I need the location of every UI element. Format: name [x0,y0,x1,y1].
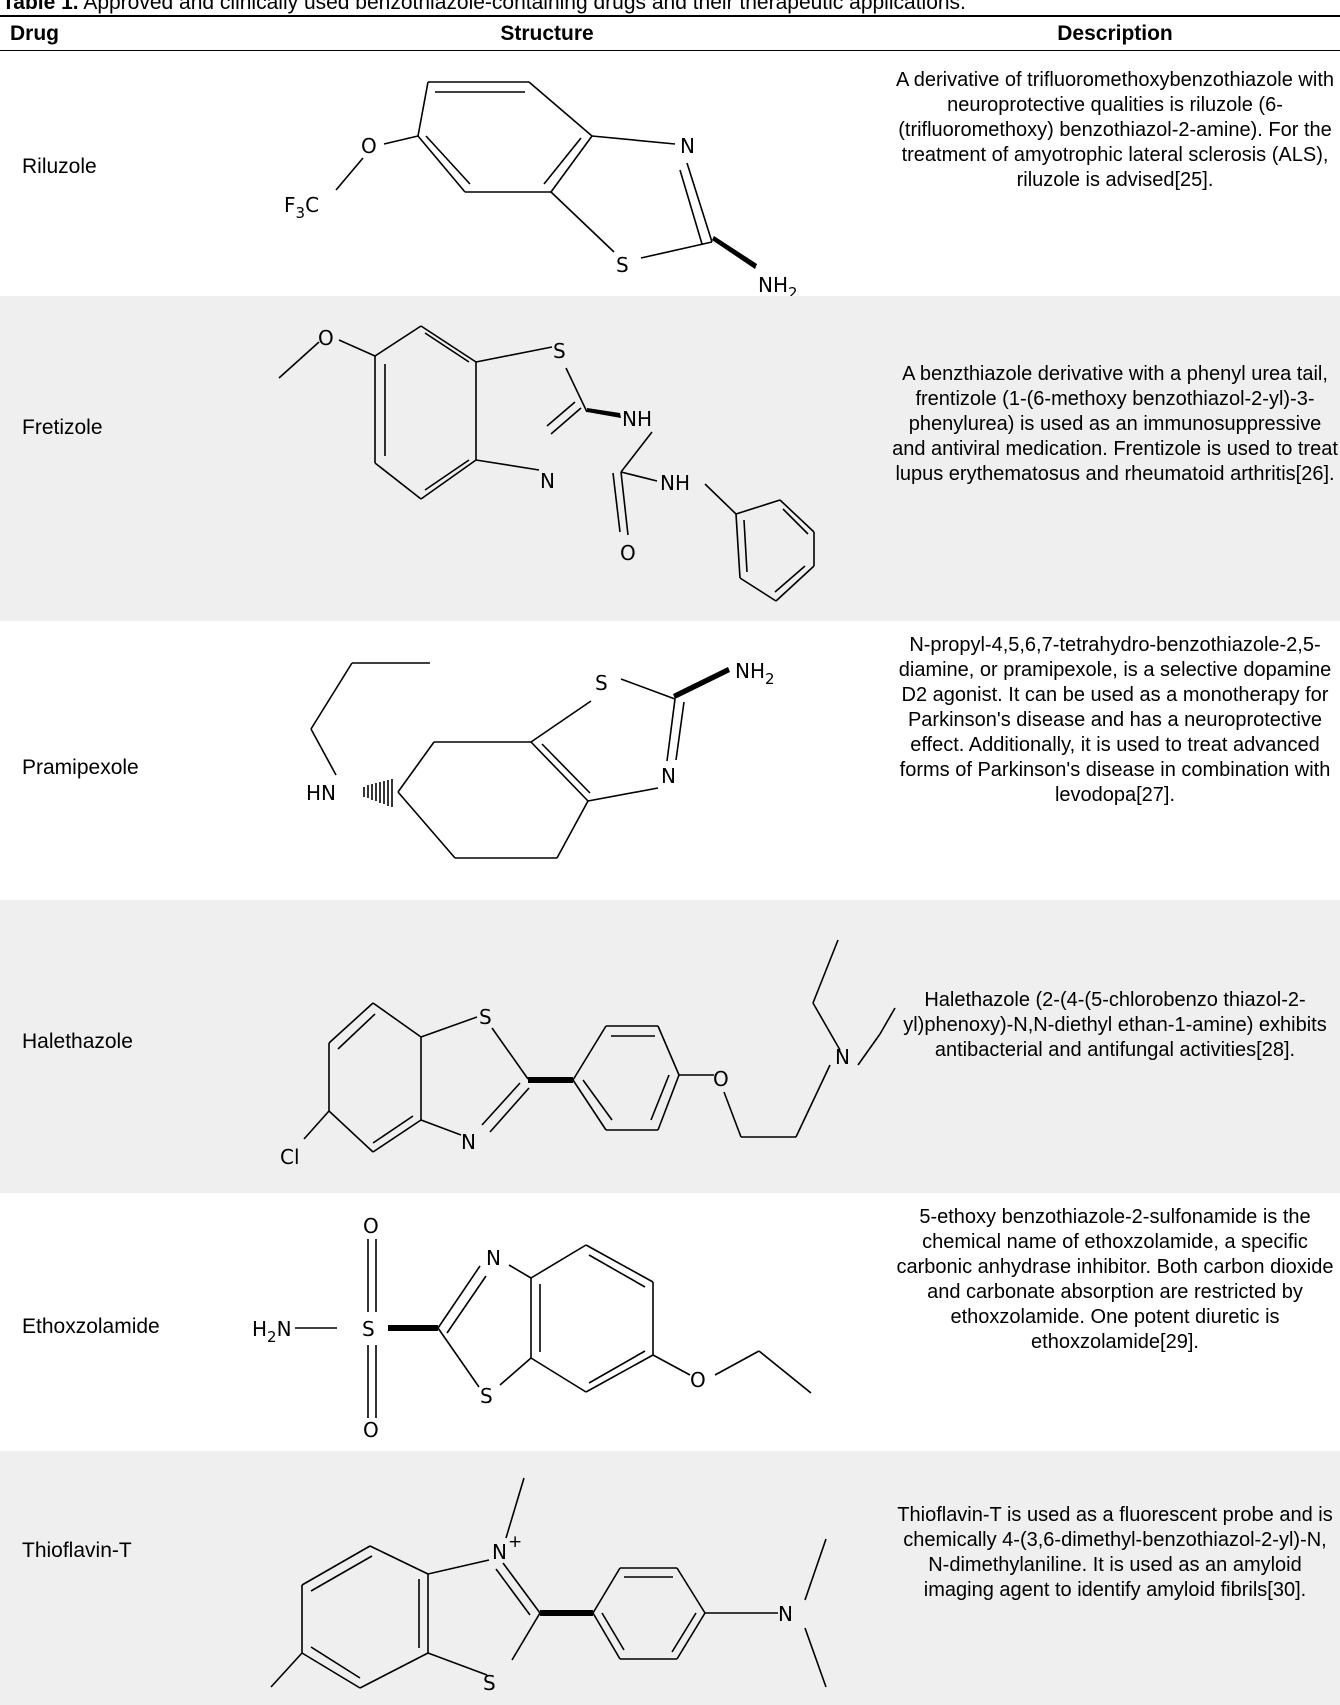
atom-f3c: F3C [284,193,319,222]
header-description: Description [1057,22,1173,45]
atom-nh2: NH2 [758,273,798,302]
table-row-pramipexole: Pramipexole S NH2 N HN N-propy [0,621,1340,900]
atom-h2n-subscript: 2 [267,1328,277,1346]
atom-nh2-subscript: 2 [788,284,798,302]
description-halethazole: Halethazole (2-(4-(5-chlorobenzo thiazol… [903,989,1327,1061]
atom-s: S [483,1671,496,1695]
structure-thioflavin-t: N+ S N [270,1477,827,1695]
structure-fretizole: O S N NH NH O [278,325,815,602]
header-structure: Structure [500,22,594,45]
atom-nh2-subscript: 2 [765,670,775,688]
description-thioflavin-t: Thioflavin-T is used as a fluorescent pr… [897,1504,1333,1601]
hashed-bond [363,779,393,807]
atom-n: N [661,764,676,788]
atom-o: O [361,134,377,158]
atom-n-plus-charge: + [508,1532,522,1552]
table-caption-label: Table 1. [2,0,79,14]
atom-f3c-c: C [305,193,319,217]
atom-s: S [479,1005,492,1029]
table-row-ethoxzolamide: Ethoxzolamide O O H2N S N S O 5-ethoxy b… [0,1193,1340,1451]
drug-name-ethoxzolamide: Ethoxzolamide [22,1315,160,1338]
drug-name-fretizole: Fretizole [22,416,103,439]
atom-nh2: NH2 [735,659,775,688]
atom-n: N [486,1246,501,1270]
atom-o: O [713,1067,729,1091]
drug-name-thioflavin-t: Thioflavin-T [22,1539,132,1562]
atom-n: N [461,1130,476,1154]
atom-o-3: O [690,1368,706,1392]
table-caption: Table 1. Approved and clinically used be… [0,0,1340,15]
atom-s-1: S [362,1317,375,1341]
atom-nh2-nh: NH [735,659,765,683]
atom-cl: Cl [280,1145,300,1169]
atom-s: S [595,671,608,695]
atom-nh-2: NH [660,471,690,495]
table-row-thioflavin-t: Thioflavin-T N+ S N Thioflavin-T is [0,1451,1340,1705]
description-fretizole: A benzthiazole derivative with a phenyl … [892,363,1338,485]
atom-f3c-subscript: 3 [296,204,306,222]
atom-h2n-n: N [277,1317,292,1341]
table-row-halethazole: Halethazole S N Cl O [0,900,1340,1193]
structure-riluzole: O N S F3C NH2 [284,81,798,302]
atom-o-2: O [620,541,636,565]
structure-halethazole: S N Cl O N [280,939,896,1169]
atom-f3c-f: F [284,193,296,217]
atom-s-2: S [480,1384,493,1408]
atom-o-2: O [363,1418,379,1442]
atom-o: O [318,326,334,350]
table-row-riluzole: Riluzole O N S F3C NH2 A derivative of t… [0,51,1340,302]
atom-s: S [553,339,566,363]
structure-pramipexole: S NH2 N HN [306,659,775,859]
atom-n-plus: N+ [492,1532,522,1564]
atom-nh2-nh: NH [758,273,788,297]
table-header-rule [0,50,1340,51]
structure-ethoxzolamide: O O H2N S N S O [252,1214,812,1442]
atom-s: S [616,253,629,277]
atom-n: N [540,469,555,493]
table-header-row: Drug Structure Description [0,17,1340,50]
table-caption-text: Approved and clinically used benzothiazo… [78,0,966,14]
table-row-fretizole: Fretizole O S N NH NH [0,296,1340,621]
atom-h2n-h: H [252,1317,267,1341]
atom-n-2: N [835,1045,850,1069]
atom-nh-1: NH [622,407,652,431]
description-riluzole: A derivative of trifluoromethoxybenzothi… [895,69,1334,191]
table-top-rule [0,15,1340,17]
drug-name-halethazole: Halethazole [22,1030,133,1053]
description-ethoxzolamide: 5-ethoxy benzothiazole-2-sulfonamide is … [896,1206,1334,1353]
atom-n-plus-n: N [492,1540,507,1564]
atom-n: N [680,134,695,158]
atom-hn: HN [306,781,336,805]
atom-h2n: H2N [252,1317,292,1346]
drug-name-riluzole: Riluzole [22,155,97,178]
atom-n: N [778,1602,793,1626]
description-pramipexole: N-propyl-4,5,6,7-tetrahydro-benzothiazol… [898,634,1332,806]
drug-name-pramipexole: Pramipexole [22,756,139,779]
atom-o-1: O [363,1214,379,1238]
header-drug: Drug [10,22,59,45]
